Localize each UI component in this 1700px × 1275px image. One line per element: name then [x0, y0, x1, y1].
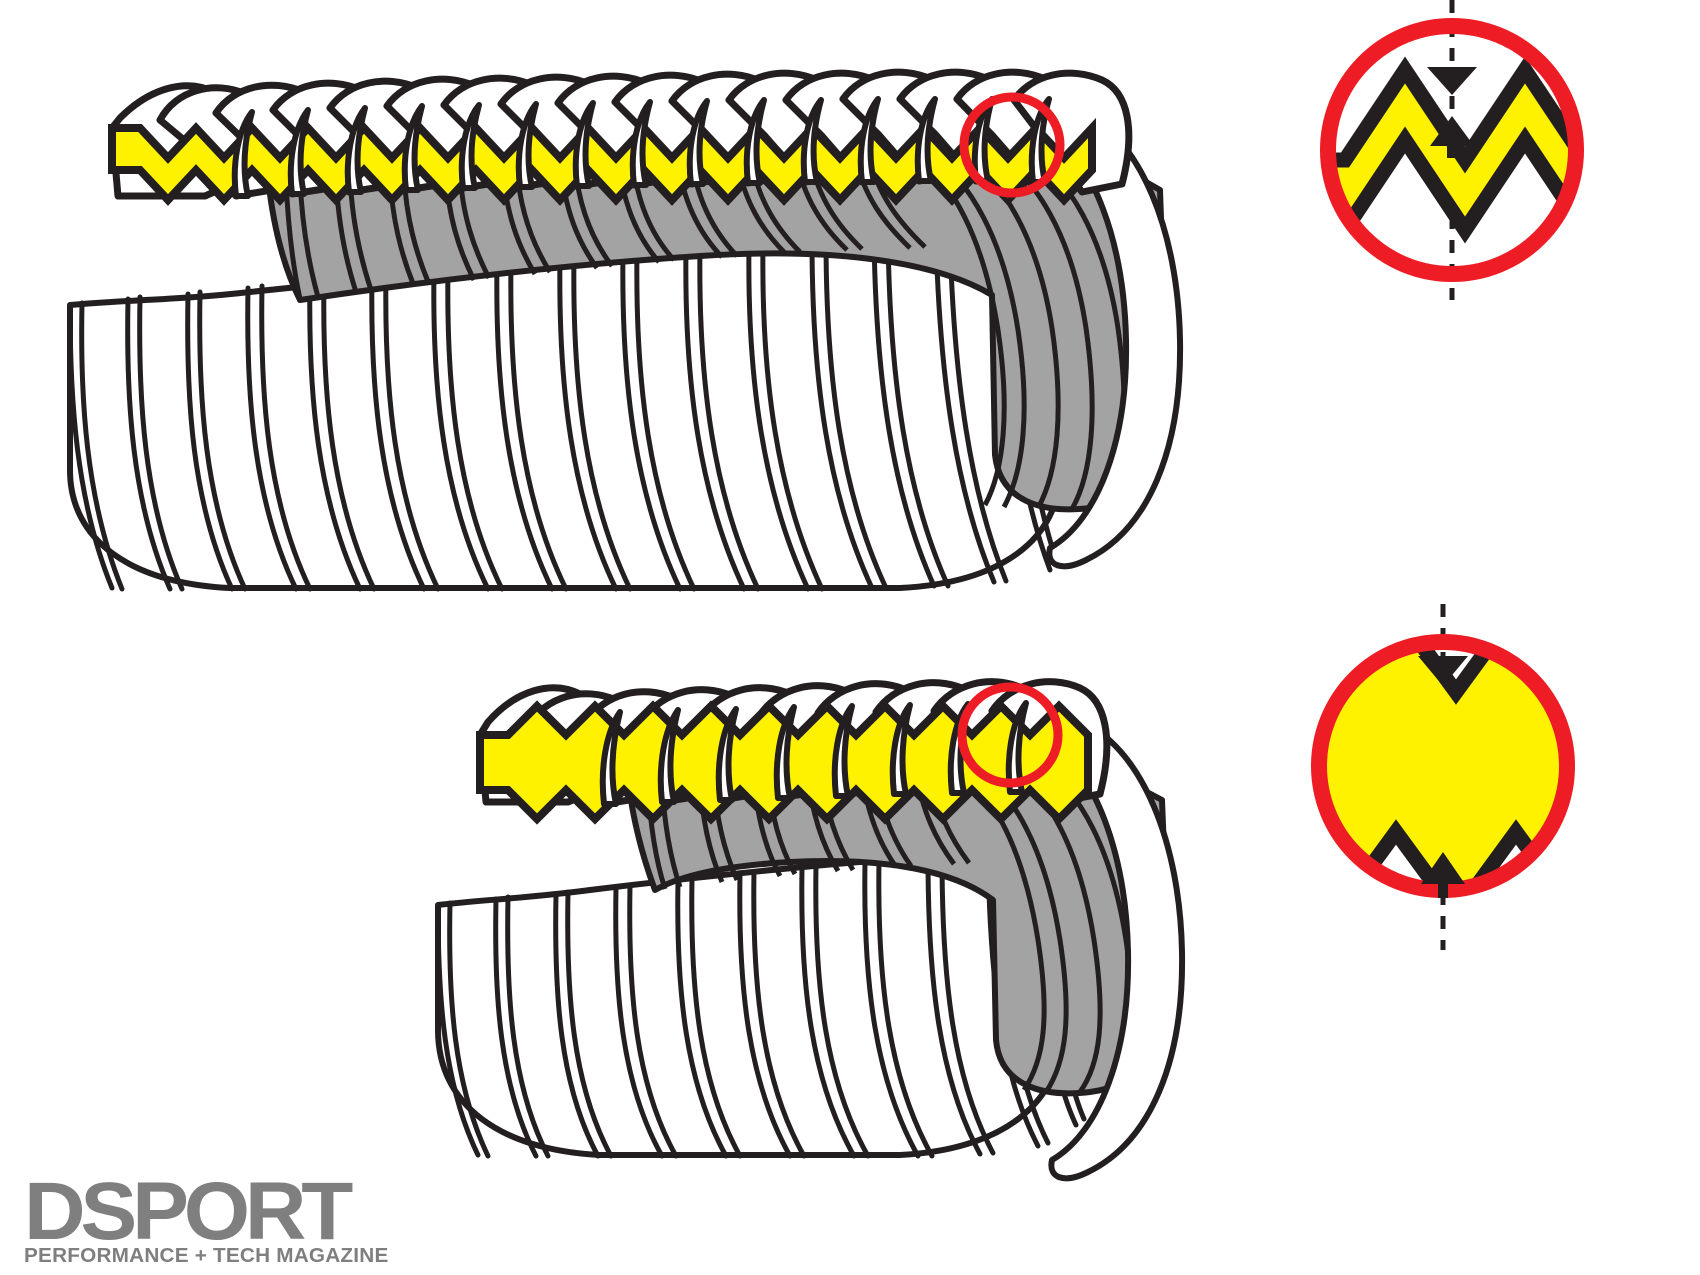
arrow-up-bottom — [1421, 852, 1465, 898]
callout-circle-top[interactable] — [959, 92, 1065, 198]
callout-circle-bottom[interactable] — [957, 682, 1063, 788]
arrow-up-top — [1430, 116, 1474, 158]
bottom-specimen — [435, 678, 1186, 1182]
arrow-down-bottom — [1418, 656, 1468, 686]
top-front-coil-ribs — [67, 235, 1061, 592]
top-specimen — [67, 68, 1184, 592]
detail-view-top — [1320, 0, 1584, 300]
arrow-down-top — [1427, 67, 1477, 95]
bottom-coil-crown-overlaps — [599, 700, 1029, 807]
detail-ring-top — [1320, 18, 1584, 282]
